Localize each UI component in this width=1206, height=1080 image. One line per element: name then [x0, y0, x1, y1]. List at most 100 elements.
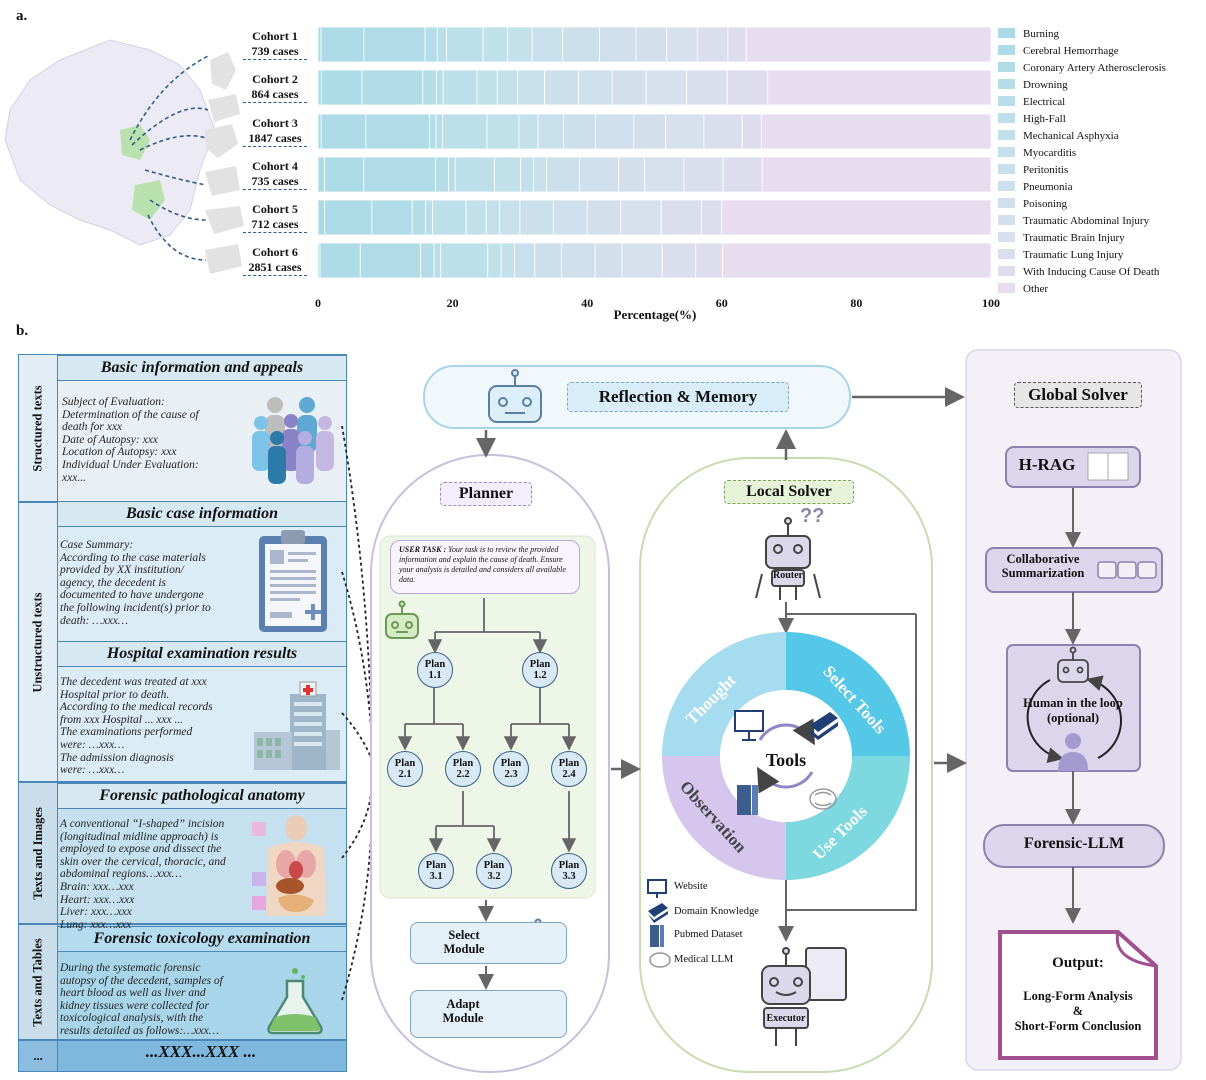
plan-node[interactable]: Plan 1.2 — [522, 652, 558, 688]
basic_info-line: Individual Under Evaluation: — [62, 458, 199, 471]
legend-label: Coronary Artery Atherosclerosis — [1023, 62, 1166, 74]
executor-label: Executor — [766, 1013, 806, 1024]
plan-node[interactable]: Plan 1.1 — [417, 652, 453, 688]
hospital-building-icon — [254, 681, 340, 770]
case_info-line: death: …xxx… — [60, 614, 129, 627]
legend-label: Pneumonia — [1023, 181, 1073, 193]
legend-swatch — [998, 249, 1015, 259]
cohort-name: Cohort 5 — [252, 202, 298, 216]
human-loop-label: Human in the loop (optional) — [1023, 696, 1123, 725]
bar-segment-6-cohort-1 — [446, 26, 484, 63]
legend-book-icon — [648, 903, 668, 923]
plan-node[interactable]: Plan 2.1 — [387, 751, 423, 787]
robot-icon-human-loop — [1057, 646, 1089, 683]
legend-swatch — [998, 198, 1015, 208]
bar-segment-16-cohort-1 — [745, 26, 992, 63]
legend-label: Other — [1023, 283, 1049, 295]
forensic-llm-label: Forensic-LLM — [1023, 835, 1125, 852]
question-marks-icon: ?? — [800, 505, 825, 527]
cohort-name: Cohort 4 — [252, 159, 298, 173]
basic_info-line: Location of Autopsy: xxx — [62, 446, 177, 459]
plan-node-label: Plan 2.1 — [394, 758, 416, 780]
legend-swatch — [998, 130, 1015, 140]
bar-segment-15-cohort-4 — [722, 156, 763, 193]
cohort-cases: 712 cases — [243, 217, 307, 233]
bar-segment-16-cohort-4 — [761, 156, 992, 193]
plan-node[interactable]: Plan 2.4 — [551, 751, 587, 787]
anatomy-line: Lung: xxx…xxx — [60, 918, 132, 931]
hrag-label: H-RAG — [1018, 455, 1076, 474]
legend-label: Burning — [1023, 28, 1060, 40]
hospital-line: The examinations performed — [60, 726, 193, 739]
x-tick-label: 20 — [446, 296, 459, 310]
plan-node-label: Plan 1.2 — [529, 659, 551, 681]
user-task-text: Your task is to review the provided info… — [399, 545, 566, 584]
more-text: ...XXX...XXX ... — [145, 1042, 257, 1061]
bar-segment-12-cohort-1 — [635, 26, 668, 63]
legend-label: Poisoning — [1023, 198, 1068, 210]
legend-swatch — [998, 147, 1015, 157]
bar-segment-11-cohort-6 — [561, 242, 596, 279]
basic_info-line: death for xxx — [62, 421, 123, 434]
bar-segment-10-cohort-2 — [544, 69, 579, 106]
monitor-icon — [734, 710, 764, 741]
legend-label: Mechanical Asphyxia — [1023, 130, 1119, 142]
bar-segment-11-cohort-1 — [599, 26, 637, 63]
bar-segment-12-cohort-2 — [611, 69, 647, 106]
legend-monitor-icon — [647, 879, 667, 898]
case_info-line: documented to have undergone — [60, 589, 204, 602]
legend-label: Myocarditis — [1023, 147, 1077, 159]
plan-node[interactable]: Plan 2.3 — [493, 751, 529, 787]
case_info-line: Case Summary: — [60, 539, 134, 551]
plan-node[interactable]: Plan 3.1 — [418, 853, 454, 889]
cohort-cases: 1847 cases — [243, 131, 307, 147]
adapt-module-button[interactable]: Adapt Module — [410, 990, 567, 1038]
legend-swatch — [998, 79, 1015, 89]
bar-segment-6-cohort-2 — [442, 69, 478, 106]
legend-swatch — [998, 266, 1015, 276]
hospital-line: from xxx Hospital ... xxx ... — [60, 713, 184, 726]
select-module-label: Select Module — [443, 928, 485, 956]
plan-node[interactable]: Plan 3.3 — [551, 853, 587, 889]
bar-segment-14-cohort-5 — [660, 199, 703, 236]
bar-segment-14-cohort-6 — [661, 242, 697, 279]
bar-segment-14-cohort-1 — [696, 26, 729, 63]
bar-segment-3-cohort-5 — [371, 199, 413, 236]
output-doc — [998, 930, 1158, 1060]
select-module-button[interactable]: Select Module — [410, 922, 567, 964]
bar-segment-2-cohort-1 — [320, 26, 365, 63]
cohort-cases: 2851 cases — [243, 260, 307, 276]
hospital-line: were: …xxx… — [60, 738, 125, 751]
hospital-line: The decedent was treated at xxx — [60, 676, 207, 688]
bar-segment-14-cohort-2 — [686, 69, 728, 106]
x-tick-label: 0 — [315, 296, 321, 310]
anatomy-line: (longitudinal midline approach) is — [60, 830, 219, 843]
plan-node[interactable]: Plan 3.2 — [476, 853, 512, 889]
anatomy-line: skin over the cervical, thoracic, and — [60, 855, 226, 868]
legend-label: High-Fall — [1023, 113, 1066, 125]
planner-label: Planner — [440, 482, 532, 506]
bar-segment-2-cohort-4 — [324, 156, 365, 193]
china-map-illustration — [4, 39, 244, 274]
map-region-2 — [132, 180, 165, 220]
local-solver-label: Local Solver — [724, 480, 854, 504]
plan-node[interactable]: Plan 2.2 — [445, 751, 481, 787]
bar-segment-3-cohort-4 — [363, 156, 437, 193]
brain-icon — [809, 788, 837, 810]
x-tick-label: 60 — [715, 296, 728, 310]
toxicology-line: toxicological analysis, with the — [60, 1012, 204, 1025]
basic_info-line: Date of Autopsy: xxx — [62, 433, 158, 446]
legend-website: Website — [674, 881, 708, 892]
bar-segment-10-cohort-4 — [546, 156, 580, 193]
anatomy-line: Brain: xxx…xxx — [60, 880, 134, 893]
tab-texts-and-tables: Texts and Tables — [18, 924, 58, 1040]
bar-segment-2-cohort-3 — [320, 113, 367, 150]
toxicology-line: kidney tissues were collected for — [60, 999, 210, 1012]
bar-segment-16-cohort-2 — [767, 69, 992, 106]
basic_info-line: xxx... — [62, 471, 86, 484]
bar-segment-13-cohort-6 — [621, 242, 663, 279]
bar-segment-6-cohort-3 — [441, 113, 488, 150]
legend-swatch — [998, 232, 1015, 242]
